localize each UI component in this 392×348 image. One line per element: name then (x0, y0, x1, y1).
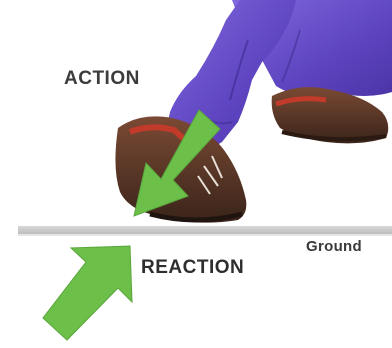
reaction-label: REACTION (141, 257, 244, 279)
ground-label: Ground (306, 238, 362, 255)
action-label: ACTION (64, 68, 140, 90)
ground-line (18, 226, 392, 236)
arrow-up-right-icon (43, 246, 132, 340)
